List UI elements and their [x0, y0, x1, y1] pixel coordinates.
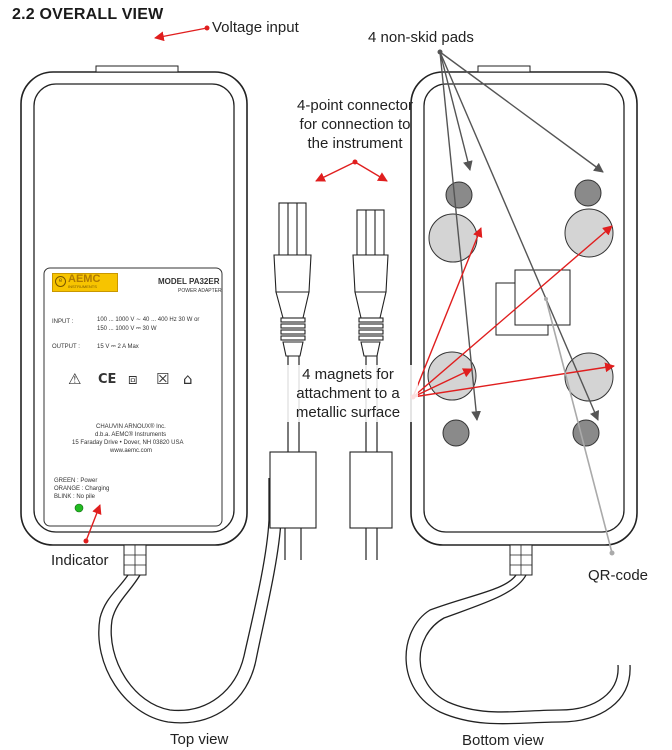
voltage-input-label: Voltage input: [212, 19, 299, 36]
magnets-label-line: attachment to a: [296, 385, 400, 402]
magnet: [564, 208, 614, 258]
non-skid-pad: [572, 419, 600, 447]
input-label: INPUT :: [52, 319, 74, 325]
magnet: [427, 351, 477, 401]
non-skid-pads-label: 4 non-skid pads: [368, 29, 474, 46]
company-line-1: CHAUVIN ARNOUX® Inc.: [96, 424, 166, 430]
top-view-device: [20, 65, 248, 576]
non-skid-pad: [442, 419, 470, 447]
magnets-label: 4 magnets for attachment to a metallic s…: [278, 365, 418, 422]
aemc-logo: e AEMC INSTRUMENTS: [52, 273, 124, 292]
top-view-label: Top view: [170, 731, 229, 748]
output-line: 15 V ⎓ 2 A Max: [97, 344, 139, 350]
non-skid-pad: [574, 179, 602, 207]
arrows-non-skid-pads: [437, 49, 604, 421]
output-label: OUTPUT :: [52, 344, 80, 350]
arrow-indicator: [83, 504, 102, 544]
connector-label-line: the instrument: [307, 135, 403, 152]
magnets-label-line: metallic surface: [295, 404, 401, 421]
qr-code: [514, 269, 571, 326]
non-skid-pad: [445, 181, 473, 209]
magnets-label-line: 4 magnets for: [302, 366, 394, 383]
device-label: [43, 267, 223, 527]
connector-label: 4-point connector for connection to the …: [270, 96, 440, 153]
magnet: [564, 352, 614, 402]
led-orange-legend: ORANGE : Charging: [54, 486, 110, 492]
aemc-mark-icon: e: [55, 276, 66, 287]
led-green-legend: GREEN : Power: [54, 478, 98, 484]
indicator-led: [74, 503, 84, 513]
indicator-label: Indicator: [51, 552, 109, 569]
website: www.aemc.com: [110, 448, 153, 454]
warning-icon: ⚠: [68, 370, 82, 388]
bottom-view-label: Bottom view: [462, 732, 544, 749]
input-line-1: 100 ... 1000 V ∼ 40 ... 400 Hz 30 W or: [97, 317, 200, 323]
connector-right: [349, 209, 393, 529]
arrows-connector: [315, 159, 388, 182]
connector-left: [269, 202, 317, 529]
model-sub: POWER ADAPTER: [178, 288, 222, 294]
input-line-2: 150 ... 1000 V ⎓ 30 W: [97, 326, 157, 332]
connector-label-line: 4-point connector: [297, 97, 413, 114]
connector-label-line: for connection to: [299, 116, 411, 133]
company-line-3: 15 Faraday Drive • Dover, NH 03820 USA: [72, 440, 184, 446]
arrow-voltage-input: [154, 25, 210, 42]
bottom-view-device: [410, 65, 638, 576]
led-blink-legend: BLINK : No pile: [54, 494, 96, 500]
section-heading: 2.2 OVERALL VIEW: [12, 6, 164, 23]
company-line-2: d.b.a. AEMC® Instruments: [95, 432, 167, 438]
model-name: MODEL PA32ER: [158, 277, 220, 286]
brand-name: AEMC: [68, 273, 101, 285]
double-insulation-icon: ⧈: [128, 370, 138, 388]
ce-mark-icon: CE: [98, 372, 117, 387]
brand-sub: INSTRUMENTS: [68, 284, 97, 289]
cable-bottom: [405, 574, 631, 725]
indoor-use-icon: ⌂: [183, 370, 193, 388]
voltage-input-slot: [95, 65, 179, 73]
arrow-qr-code: [544, 297, 615, 556]
qr-code-label: QR-code: [588, 567, 649, 584]
cable-top: [98, 478, 282, 724]
weee-icon: ☒: [156, 370, 170, 388]
